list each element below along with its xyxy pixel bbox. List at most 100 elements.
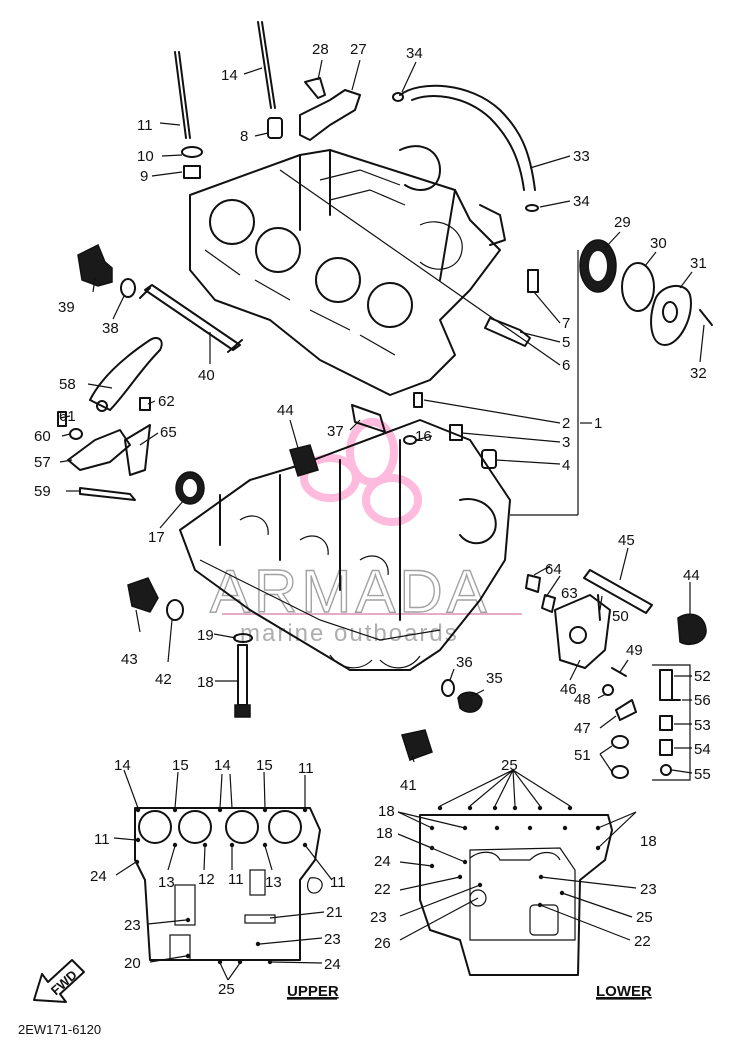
callout-49: 49 — [626, 642, 643, 659]
lower-label-26: 26 — [374, 935, 391, 952]
plug-36 — [441, 679, 455, 697]
upper-label-23b: 23 — [324, 931, 341, 948]
screw-32 — [699, 309, 713, 326]
collar-9 — [183, 165, 201, 179]
callout-34-top: 34 — [406, 45, 423, 62]
callout-45: 45 — [618, 532, 635, 549]
callout-44-right: 44 — [683, 567, 700, 584]
nozzle-47 — [615, 699, 637, 721]
callout-32: 32 — [690, 365, 707, 382]
upper-label-11-right: 11 — [330, 874, 346, 891]
clip-34-a — [392, 92, 404, 102]
callout-6: 6 — [562, 357, 570, 374]
callout-17: 17 — [148, 529, 165, 546]
dowel-4 — [481, 449, 497, 469]
callout-3: 3 — [562, 434, 570, 451]
callout-41: 41 — [400, 777, 417, 794]
bolt-62 — [139, 397, 151, 411]
cylinder-bore-3 — [315, 257, 361, 303]
plate-31 — [650, 285, 692, 346]
upper-view-title: UPPER — [287, 983, 339, 1000]
lower-label-24: 24 — [374, 853, 391, 870]
plug-39 — [77, 243, 113, 287]
callout-54: 54 — [694, 741, 711, 758]
upper-label-11-top: 11 — [298, 760, 314, 777]
o-ring-10 — [181, 146, 203, 158]
lower-view-title: LOWER — [596, 983, 652, 1000]
callout-1: 1 — [594, 415, 602, 432]
pin-59 — [79, 487, 136, 501]
nozzle-5 — [484, 317, 531, 347]
callout-33: 33 — [573, 148, 590, 165]
upper-label-12: 12 — [198, 871, 215, 888]
clip-34-b — [525, 204, 539, 212]
callout-11: 11 — [137, 117, 153, 134]
callout-65: 65 — [160, 424, 177, 441]
bolt-52 — [659, 669, 673, 701]
bolt-54 — [659, 739, 673, 756]
callout-16: 16 — [415, 428, 432, 445]
strainer-41 — [401, 729, 433, 761]
callout-48: 48 — [574, 691, 591, 708]
fwd-arrow: FWD — [33, 959, 85, 1003]
upper-bolt-pattern-view: 14 15 14 15 11 11 24 11 13 12 11 13 23 2… — [90, 757, 346, 1000]
callout-31: 31 — [690, 255, 707, 272]
pin-61 — [57, 411, 67, 427]
dowel-2 — [413, 392, 423, 408]
washer-42 — [166, 599, 184, 621]
callout-7: 7 — [562, 315, 570, 332]
upper-label-15b: 15 — [256, 757, 273, 774]
callout-37: 37 — [327, 423, 344, 440]
callout-8: 8 — [240, 128, 248, 145]
watermark-logo — [300, 418, 422, 526]
callout-52: 52 — [694, 668, 711, 685]
upper-label-13b: 13 — [265, 874, 282, 891]
pipe-40 — [139, 284, 243, 353]
upper-view-leaders — [113, 769, 333, 981]
breather-hose-33 — [399, 84, 536, 191]
callout-44-left: 44 — [277, 402, 294, 419]
cylinder-bore-4 — [367, 282, 413, 328]
nozzle-3 — [449, 424, 463, 441]
bolt-18 — [237, 644, 248, 706]
upper-label-14a: 14 — [114, 757, 131, 774]
bracket-57 — [67, 429, 131, 471]
lower-label-18b: 18 — [376, 825, 393, 842]
plug-43 — [127, 577, 159, 613]
diagram-code: 2EW171-6120 — [18, 1022, 101, 1037]
callout-55: 55 — [694, 766, 711, 783]
callout-14: 14 — [221, 67, 238, 84]
upper-label-21: 21 — [326, 904, 343, 921]
dowel-pin-8 — [267, 117, 283, 139]
washer-60 — [69, 428, 83, 440]
callout-29: 29 — [614, 214, 631, 231]
callout-57: 57 — [34, 454, 51, 471]
callout-35: 35 — [486, 670, 503, 687]
callout-30: 30 — [650, 235, 667, 252]
callout-9: 9 — [140, 168, 148, 185]
lower-label-25-top: 25 — [501, 757, 518, 774]
stud-bolt-11 — [174, 51, 191, 139]
upper-label-24-bottom: 24 — [324, 956, 341, 973]
lower-bolt-pattern-view: 25 18 18 18 24 22 23 23 25 26 22 LOWER — [370, 757, 657, 1000]
washer-38 — [120, 278, 136, 298]
callout-56: 56 — [694, 692, 711, 709]
lower-crankcase — [179, 419, 511, 671]
callout-47: 47 — [574, 720, 591, 737]
upper-label-20: 20 — [124, 955, 141, 972]
plug-35 — [457, 691, 483, 713]
callout-50: 50 — [612, 608, 629, 625]
callout-39: 39 — [58, 299, 75, 316]
upper-label-23a: 23 — [124, 917, 141, 934]
pin-49 — [611, 667, 627, 677]
callout-18: 18 — [197, 674, 214, 691]
relief-valve-46 — [554, 594, 611, 669]
callout-53: 53 — [694, 717, 711, 734]
lower-label-23a: 23 — [370, 909, 387, 926]
callout-19: 19 — [197, 627, 214, 644]
nut-53 — [659, 715, 673, 731]
leader-lines — [59, 59, 705, 774]
bolt-18-head — [234, 704, 251, 718]
